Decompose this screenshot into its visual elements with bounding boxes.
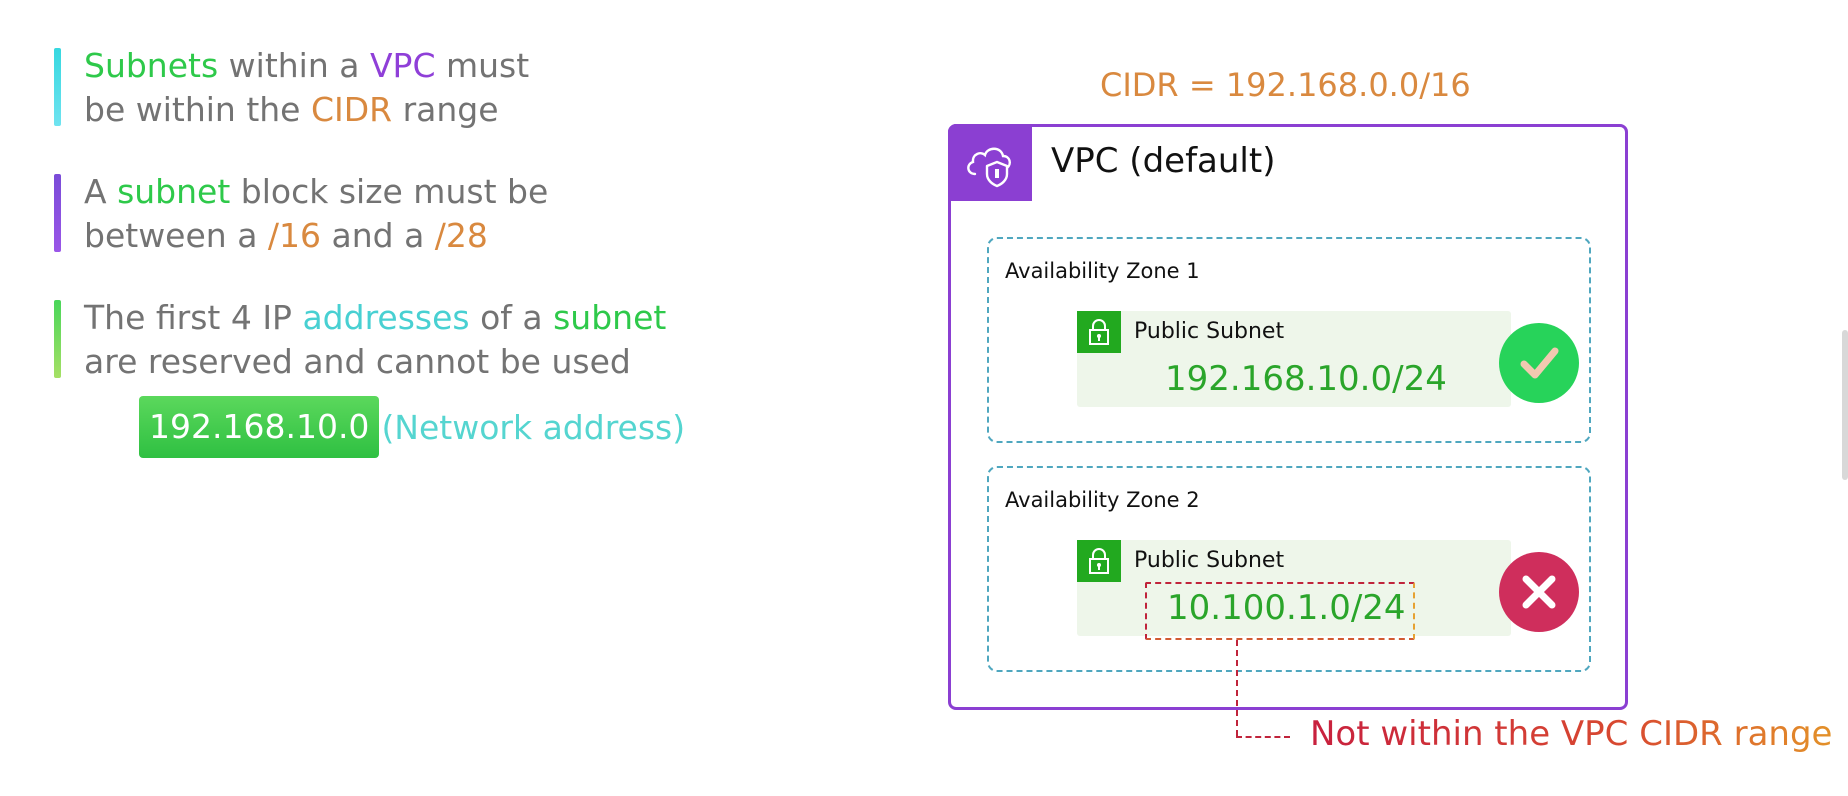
text-segment: range: [392, 90, 499, 129]
text-segment: subnet: [117, 172, 231, 211]
network-address-badge: 192.168.10.0: [139, 396, 380, 458]
checkmark-icon: [1499, 323, 1579, 403]
callout-text: Not within the VPC CIDR range: [1310, 714, 1833, 754]
text-segment: /16: [267, 216, 322, 255]
text-segment: VPC: [369, 46, 436, 85]
invalid-cidr-highlight: [1145, 582, 1415, 640]
subnet-cidr: 192.168.10.0/24: [1165, 359, 1447, 399]
padlock-icon: [1077, 540, 1121, 582]
subnet-label: Public Subnet: [1134, 548, 1285, 573]
bullet-line: Subnets within a VPC must: [84, 44, 529, 88]
zone-label: Availability Zone 1: [1005, 259, 1200, 283]
x-mark-icon: [1499, 552, 1579, 632]
bullet-point-2: A subnet block size must be between a /1…: [54, 170, 548, 258]
bullet-line: A subnet block size must be: [84, 170, 548, 214]
bullet-point-3: The first 4 IP addresses of a subnet are…: [54, 296, 666, 384]
public-subnet: Public Subnet 192.168.10.0/24: [1077, 311, 1511, 407]
bullet-point-1: Subnets within a VPC must be within the …: [54, 44, 529, 132]
bullet-line: between a /16 and a /28: [84, 214, 548, 258]
subnet-label: Public Subnet: [1134, 319, 1285, 344]
callout-line: [1236, 640, 1238, 736]
text-segment: addresses: [302, 298, 470, 337]
text-segment: CIDR: [310, 90, 393, 129]
padlock-icon: [1077, 311, 1121, 353]
text-segment: /28: [434, 216, 488, 255]
accent-bar: [54, 174, 61, 252]
text-segment: subnet: [553, 298, 667, 337]
network-address-note: (Network address): [381, 407, 686, 447]
callout-line: [1236, 736, 1290, 738]
vpc-box: VPC (default) Availability Zone 1 Public…: [948, 124, 1628, 710]
text-segment: between a: [84, 216, 268, 255]
text-segment: of a: [469, 298, 554, 337]
accent-bar: [54, 48, 61, 126]
subnet-cidr: 10.100.1.0/24: [1167, 588, 1406, 628]
accent-bar: [54, 300, 61, 378]
text-segment: A: [84, 172, 118, 211]
availability-zone-1: Availability Zone 1 Public Subnet 192.16…: [987, 237, 1591, 443]
bullet-line: are reserved and cannot be used: [84, 340, 666, 384]
text-segment: be within the: [84, 90, 311, 129]
public-subnet: Public Subnet 10.100.1.0/24: [1077, 540, 1511, 640]
text-segment: and a: [321, 216, 435, 255]
text-segment: Subnets: [84, 46, 219, 85]
bullet-line: The first 4 IP addresses of a subnet: [84, 296, 666, 340]
zone-label: Availability Zone 2: [1005, 488, 1200, 512]
text-segment: block size must be: [230, 172, 549, 211]
text-segment: within a: [218, 46, 370, 85]
text-segment: The first 4 IP: [84, 298, 303, 337]
vpc-title: VPC (default): [1051, 141, 1276, 181]
vpc-cloud-shield-icon: [948, 124, 1032, 201]
text-segment: must: [435, 46, 530, 85]
vpc-cidr-title: CIDR = 192.168.0.0/16: [1100, 66, 1471, 104]
network-address-example: 192.168.10.0 (Network address): [139, 396, 685, 458]
bullet-line: be within the CIDR range: [84, 88, 529, 132]
availability-zone-2: Availability Zone 2 Public Subnet 10.100…: [987, 466, 1591, 672]
text-segment: are reserved and cannot be used: [84, 342, 631, 381]
edge-divider: [1842, 330, 1848, 480]
